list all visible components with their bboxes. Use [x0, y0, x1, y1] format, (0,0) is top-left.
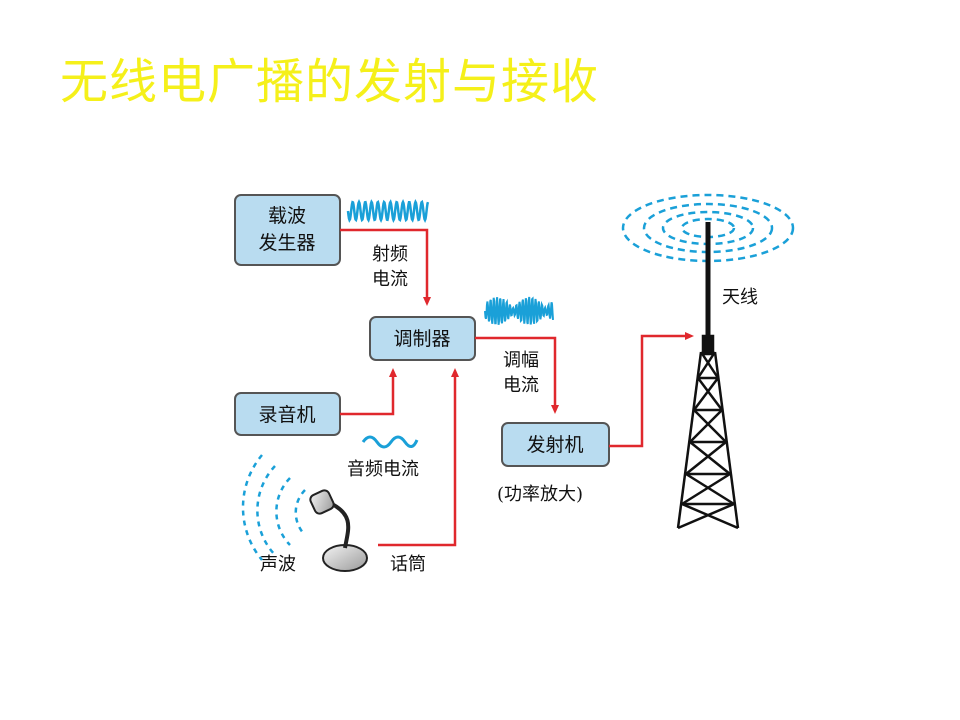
audio-waveform — [361, 435, 419, 449]
am-current-label-line1: 调幅 — [503, 350, 539, 371]
recorder-label: 录音机 — [258, 404, 315, 426]
recorder-box: 录音机 — [234, 392, 341, 436]
rf-current-label-line1: 射频 — [372, 244, 408, 265]
page-title: 无线电广播的发射与接收 — [60, 54, 600, 110]
audio-current-label: 音频电流 — [347, 459, 419, 480]
modulator-label: 调制器 — [393, 328, 450, 350]
arrow-modulator-to-transmitter — [475, 336, 559, 414]
sound-wave-arcs — [241, 454, 306, 561]
arrow-recorder-to-modulator — [340, 368, 397, 416]
microphone-icon — [309, 489, 368, 572]
transmitter-label: 发射机 — [526, 434, 583, 456]
antenna-tower-icon — [676, 222, 740, 530]
arrow-carrier-to-modulator — [340, 228, 431, 306]
sound-wave-label: 声波 — [260, 554, 296, 575]
microphone-label: 话筒 — [390, 554, 426, 575]
rf-current-label-line2: 电流 — [372, 269, 408, 290]
antenna-label: 天线 — [722, 287, 758, 308]
power-amplification-label: (功率放大) — [497, 484, 583, 505]
transmitter-box: 发射机 — [501, 422, 610, 467]
arrow-mic-to-modulator — [378, 368, 459, 547]
carrier-generator-box: 载波 发生器 — [234, 194, 341, 266]
modulator-box: 调制器 — [369, 316, 476, 361]
arrow-transmitter-to-antenna — [609, 332, 694, 448]
am-current-label-line2: 电流 — [503, 375, 539, 396]
carrier-label-line1: 载波 — [268, 205, 306, 227]
am-modulated-waveform — [484, 296, 554, 325]
carrier-label-line2: 发生器 — [258, 232, 315, 254]
rf-carrier-waveform — [346, 198, 430, 224]
